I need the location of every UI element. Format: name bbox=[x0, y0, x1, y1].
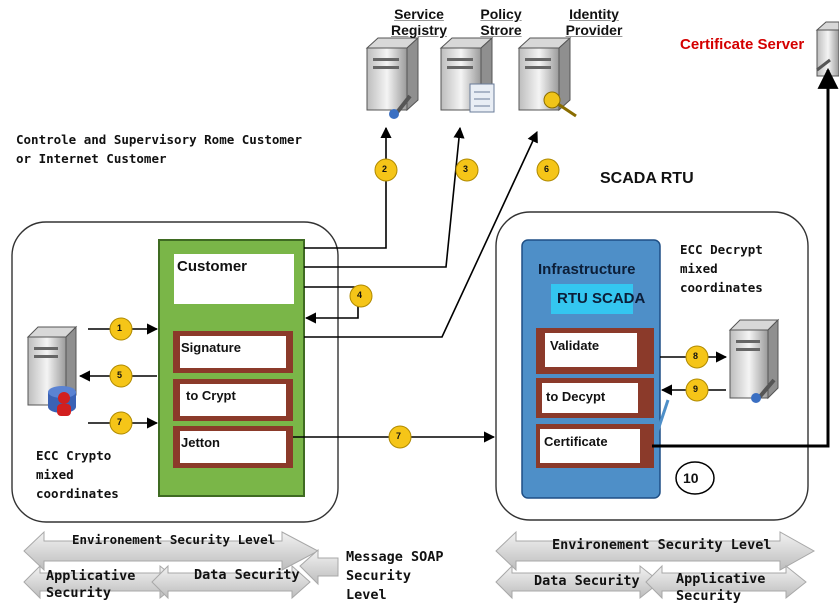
step-7-mid-number: 7 bbox=[396, 431, 402, 441]
arrow-3 bbox=[304, 126, 465, 268]
applicative-security-left: Applicative Security bbox=[46, 568, 136, 601]
step-10-number: 10 bbox=[683, 470, 699, 486]
step-4 bbox=[349, 284, 373, 308]
step-1 bbox=[109, 317, 133, 341]
step-9 bbox=[685, 378, 709, 402]
arrow-2 bbox=[304, 126, 392, 249]
certificate-server-label: Certificate Server bbox=[680, 36, 805, 53]
policy-store-server-icon bbox=[439, 36, 495, 113]
step-8-number: 8 bbox=[693, 351, 699, 361]
infrastructure-header: Infrastructure bbox=[538, 261, 636, 278]
signature-label: Signature bbox=[181, 340, 241, 355]
rtu-scada-label: RTU SCADA bbox=[557, 290, 646, 307]
arrow-6 bbox=[304, 130, 538, 338]
data-security-right: Data Security bbox=[534, 573, 640, 589]
step-2-number: 2 bbox=[382, 164, 388, 174]
step-3-number: 3 bbox=[463, 164, 469, 174]
env-security-right: Environement Security Level bbox=[552, 537, 772, 553]
step-3 bbox=[455, 158, 479, 182]
customer-zone-frame bbox=[11, 221, 339, 523]
step-7-mid bbox=[388, 425, 412, 449]
to-crypt-label: to Crypt bbox=[186, 388, 236, 403]
ecc-crypto-label: ECC Crypto mixed coordinates bbox=[36, 448, 119, 501]
identity-provider-server-icon bbox=[517, 36, 577, 118]
certificate-label: Certificate bbox=[544, 434, 608, 449]
step-7-left-number: 7 bbox=[117, 417, 123, 427]
step-4-number: 4 bbox=[357, 290, 363, 300]
customer-header-box bbox=[174, 254, 294, 304]
data-security-left: Data Security bbox=[194, 567, 300, 583]
rtu-scada-banner bbox=[551, 284, 633, 314]
ecc-crypto-server-icon bbox=[26, 325, 78, 416]
left-zone-title: Controle and Supervisory Rome Customer o… bbox=[16, 132, 302, 166]
identity-provider-label: Identity Provider bbox=[565, 6, 623, 39]
step-1-number: 1 bbox=[117, 323, 123, 333]
step-10-oval bbox=[675, 461, 715, 495]
customer-header: Customer bbox=[177, 258, 248, 275]
certificate-server-icon bbox=[815, 21, 839, 77]
ecc-decrypt-server-icon bbox=[728, 318, 780, 403]
step-2 bbox=[374, 158, 398, 182]
applicative-security-right: Applicative Security bbox=[676, 571, 766, 604]
service-registry-server-icon bbox=[365, 36, 420, 119]
step-5-number: 5 bbox=[117, 370, 123, 380]
scada-zone-frame bbox=[495, 211, 809, 521]
security-bands-right bbox=[495, 530, 816, 600]
security-bands-left bbox=[23, 530, 339, 600]
validate-label: Validate bbox=[550, 338, 600, 353]
policy-store-label: Policy Strore bbox=[480, 6, 522, 39]
step-6 bbox=[536, 158, 560, 182]
arrow-10-certificate bbox=[652, 67, 839, 448]
service-registry-label: Service Registry bbox=[390, 6, 448, 39]
step-markers bbox=[109, 158, 709, 449]
ecc-decrypt-label: ECC Decrypt mixed coordinates bbox=[680, 242, 763, 295]
step-9-number: 9 bbox=[693, 384, 699, 394]
to-decypt-label: to Decypt bbox=[546, 389, 606, 404]
env-security-left: Environement Security Level bbox=[72, 532, 276, 547]
step-7-left bbox=[109, 411, 133, 435]
step-6-number: 6 bbox=[544, 164, 550, 174]
right-zone-title: SCADA RTU bbox=[600, 170, 694, 187]
step-8 bbox=[685, 345, 709, 369]
step-5 bbox=[109, 364, 133, 388]
jetton-label: Jetton bbox=[181, 435, 220, 450]
soap-security: Message SOAP Security Level bbox=[346, 549, 444, 603]
arrow-4-out bbox=[304, 286, 359, 324]
